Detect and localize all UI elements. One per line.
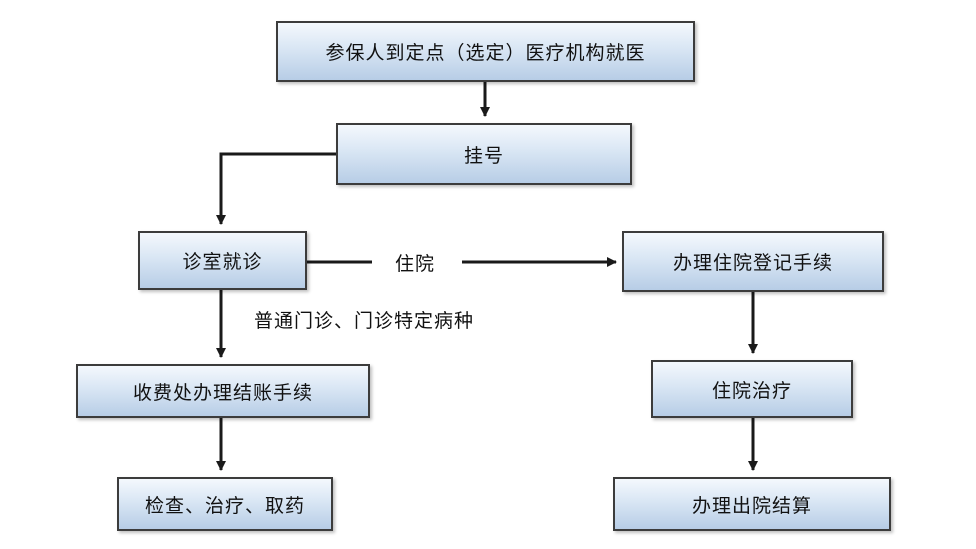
node-discharge: 办理出院结算 (613, 477, 891, 531)
node-consult: 诊室就诊 (138, 231, 307, 290)
edge-register-to-consult (216, 152, 336, 225)
node-services: 检查、治疗、取药 (117, 477, 333, 531)
node-inpatient: 住院治疗 (651, 360, 853, 418)
node-admission: 办理住院登记手续 (622, 231, 884, 292)
node-start: 参保人到定点（选定）医疗机构就医 (276, 21, 695, 82)
edge-label-hospitalization: 住院 (393, 249, 438, 276)
node-register: 挂号 (336, 123, 632, 185)
edge-label-outpatient: 普通门诊、门诊特定病种 (252, 306, 477, 333)
node-payment: 收费处办理结账手续 (76, 364, 370, 418)
